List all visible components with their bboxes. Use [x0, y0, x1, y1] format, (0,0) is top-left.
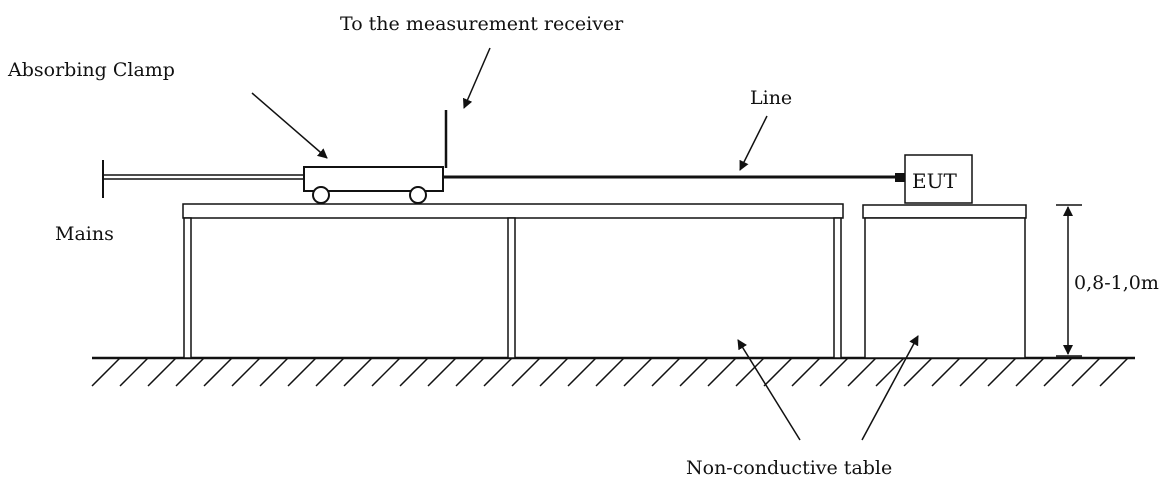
hatch-mark	[119, 357, 149, 387]
hatch-mark	[791, 357, 821, 387]
eut-box	[904, 154, 973, 204]
hatch-mark	[203, 357, 233, 387]
hatch-mark	[483, 357, 513, 387]
absorbing-clamp	[303, 110, 448, 204]
hatch-mark	[1043, 357, 1073, 387]
long-table-leg-left	[183, 217, 192, 359]
hatch-mark	[259, 357, 289, 387]
hatch-mark	[175, 357, 205, 387]
hatch-mark	[1015, 357, 1045, 387]
long-table-leg-right	[833, 217, 842, 359]
hatch-mark	[1099, 357, 1129, 387]
eut-table-top	[862, 204, 1027, 219]
table-arrow-left	[737, 339, 801, 441]
hatch-mark	[735, 357, 765, 387]
clamp-label: Absorbing Clamp	[7, 59, 175, 81]
eut-table	[862, 204, 1027, 359]
ground	[91, 356, 1135, 387]
hatch-mark	[623, 357, 653, 387]
clamp-arrow	[251, 92, 328, 159]
hatch-mark	[763, 357, 793, 387]
eut-connector	[895, 173, 905, 182]
line-arrow	[739, 115, 768, 171]
clamp-wheel-right	[409, 186, 427, 204]
eut-table-body	[864, 217, 1026, 359]
hatch-mark	[875, 357, 905, 387]
hatch-mark	[315, 357, 345, 387]
long-table	[182, 203, 844, 359]
hatch-mark	[567, 357, 597, 387]
hatch-mark	[231, 357, 261, 387]
long-table-leg-middle	[507, 217, 516, 359]
hatch-mark	[847, 357, 877, 387]
hatch-mark	[343, 357, 373, 387]
hatch-mark	[1071, 357, 1101, 387]
hatch-mark	[399, 357, 429, 387]
hatch-mark	[539, 357, 569, 387]
hatch-mark	[287, 357, 317, 387]
hatch-mark	[819, 357, 849, 387]
table-arrow-right	[861, 335, 919, 441]
pointer-arrows	[251, 47, 919, 441]
hatch-mark	[987, 357, 1017, 387]
mains-label: Mains	[55, 223, 114, 245]
hatch-mark	[595, 357, 625, 387]
hatch-mark	[707, 357, 737, 387]
line-label: Line	[750, 87, 792, 109]
receiver-label: To the measurement receiver	[340, 13, 624, 35]
hatch-mark	[903, 357, 933, 387]
hatch-mark	[651, 357, 681, 387]
hatch-mark	[91, 357, 121, 387]
eut-label: EUT	[912, 169, 957, 193]
line-cable	[102, 160, 905, 198]
hatch-mark	[959, 357, 989, 387]
height-label: 0,8-1,0m	[1074, 272, 1159, 294]
height-dimension	[1056, 204, 1082, 357]
clamp-wheel-left	[312, 186, 330, 204]
hatch-mark	[371, 357, 401, 387]
long-table-top	[182, 203, 844, 219]
receiver-arrow	[462, 47, 491, 109]
ground-hatching	[91, 357, 1129, 387]
hatch-mark	[511, 357, 541, 387]
hatch-mark	[679, 357, 709, 387]
hatch-mark	[147, 357, 177, 387]
table-label: Non-conductive table	[686, 457, 892, 479]
hatch-mark	[931, 357, 961, 387]
hatch-mark	[455, 357, 485, 387]
hatch-mark	[427, 357, 457, 387]
